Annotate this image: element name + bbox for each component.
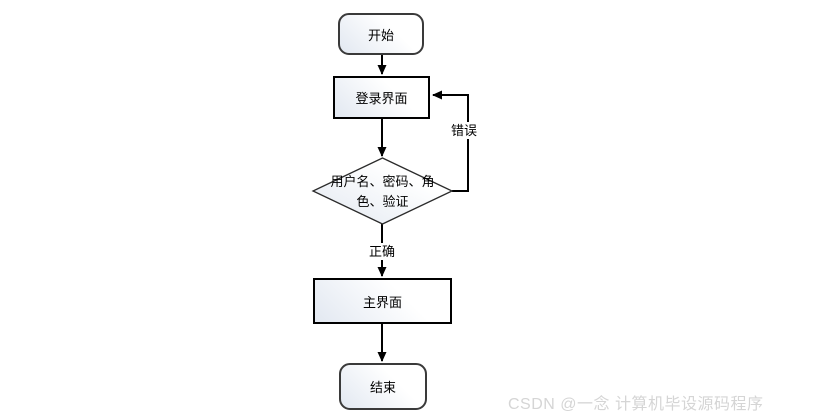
flow-node-end-label: 结束 — [369, 380, 396, 395]
decision-label-line1: 用户名、密码、角 — [330, 173, 435, 189]
edge-label-error: 错误 — [450, 122, 479, 139]
flow-node-decision-label: 用户名、密码、角 色、验证 — [318, 171, 447, 212]
flow-node-main-label: 主界面 — [362, 294, 402, 310]
decision-label-line2: 色、验证 — [356, 193, 409, 209]
flow-node-main: 主界面 — [313, 278, 452, 324]
decision-diamond-shape — [311, 157, 454, 225]
flow-node-end: 结束 — [339, 363, 427, 410]
edge-decision-to-login-error — [432, 90, 469, 192]
watermark-text: CSDN @一念 计算机毕设源码程序 — [508, 396, 764, 413]
flow-node-login: 登录界面 — [333, 76, 430, 119]
flow-node-start: 开始 — [338, 13, 424, 55]
flow-node-start-label: 开始 — [367, 27, 394, 43]
edge-label-correct: 正确 — [368, 243, 397, 260]
flow-node-login-label: 登录界面 — [355, 91, 408, 106]
